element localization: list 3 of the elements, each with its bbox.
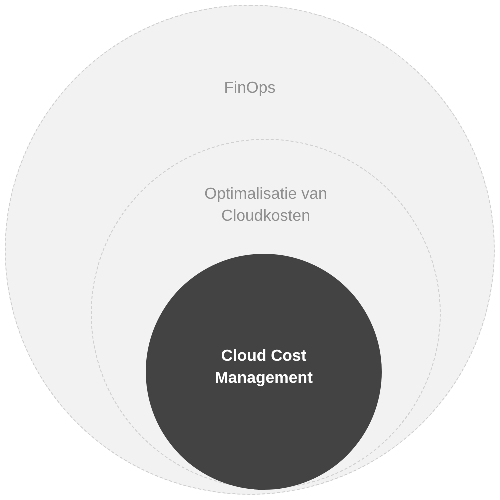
circle-label: FinOps bbox=[223, 79, 277, 99]
circle-label: Optimalisatie van Cloudkosten bbox=[204, 185, 328, 227]
circle-label: Cloud Cost Management bbox=[214, 347, 314, 389]
